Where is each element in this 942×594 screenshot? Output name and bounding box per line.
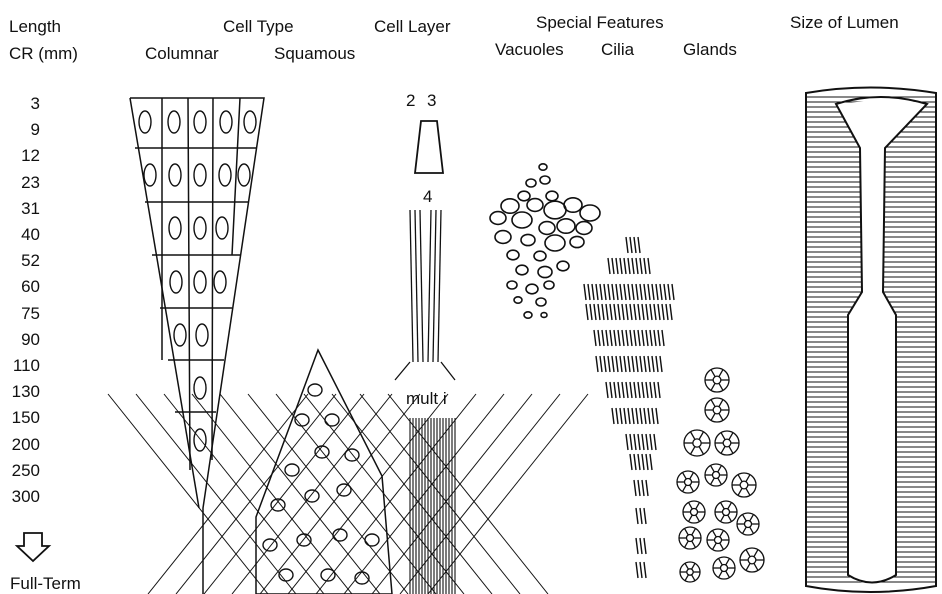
columnar-epithelium [130,98,264,594]
cell-layer-column [395,121,455,594]
glands-cluster [677,368,764,582]
vacuoles-cluster [490,164,600,318]
cilia-cluster [584,237,674,578]
squamous-epithelium [108,350,588,594]
down-arrow-icon [17,533,49,561]
lumen-shape [806,88,936,593]
